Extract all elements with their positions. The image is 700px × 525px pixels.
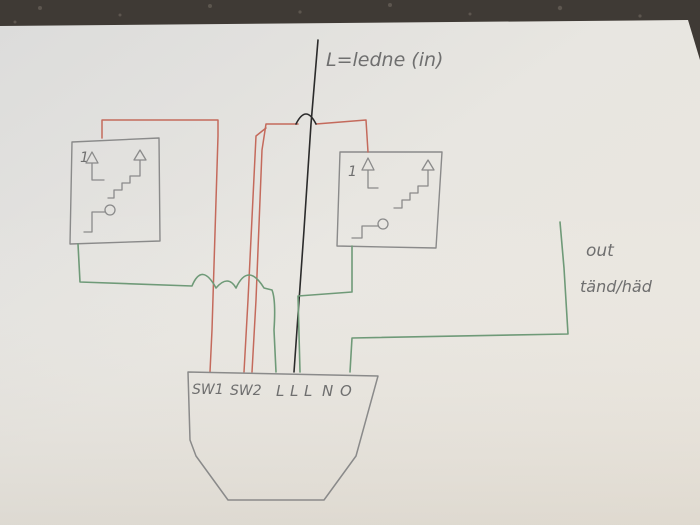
- green-wires: [77, 221, 569, 373]
- red-wire-sw2-to-right-switch: [251, 123, 299, 373]
- terminal-label-l2: L: [290, 382, 298, 400]
- right-switch-number: 1: [348, 164, 357, 180]
- input-line-label: L=ledne (in): [326, 49, 443, 71]
- red-wires: [101, 119, 369, 373]
- green-wire-left-switch: [77, 243, 277, 373]
- terminal-label-o: O: [340, 382, 352, 400]
- left-switch: 1: [69, 137, 161, 245]
- red-wire-left-switch-top: [101, 119, 219, 373]
- green-wire-output: [349, 221, 569, 373]
- red-wire-sw2-inner: [243, 127, 267, 373]
- output-label-line1: out: [586, 241, 615, 261]
- red-wire-bridge-right: [315, 119, 369, 153]
- right-switch-box: [336, 151, 443, 249]
- terminal-block: SW1 SW2 L L L N O: [187, 371, 379, 501]
- output-label-line2: tänd/häd: [580, 277, 653, 296]
- terminal-label-sw1: SW1: [192, 382, 224, 398]
- terminal-label-n: N: [322, 382, 333, 400]
- terminal-label-l3: L: [304, 382, 312, 400]
- black-wire-crossover-hump: [295, 113, 317, 125]
- right-switch: 1: [336, 151, 443, 249]
- green-wire-right-switch: [297, 245, 353, 373]
- left-switch-symbol: [83, 149, 147, 233]
- terminal-label-l1: L: [276, 382, 284, 400]
- left-switch-number: 1: [80, 150, 89, 166]
- terminal-block-outline: [187, 371, 379, 501]
- black-input-line: [293, 39, 319, 373]
- left-switch-box: [69, 137, 161, 245]
- right-switch-symbol: [351, 157, 435, 239]
- terminal-label-sw2: SW2: [230, 383, 262, 399]
